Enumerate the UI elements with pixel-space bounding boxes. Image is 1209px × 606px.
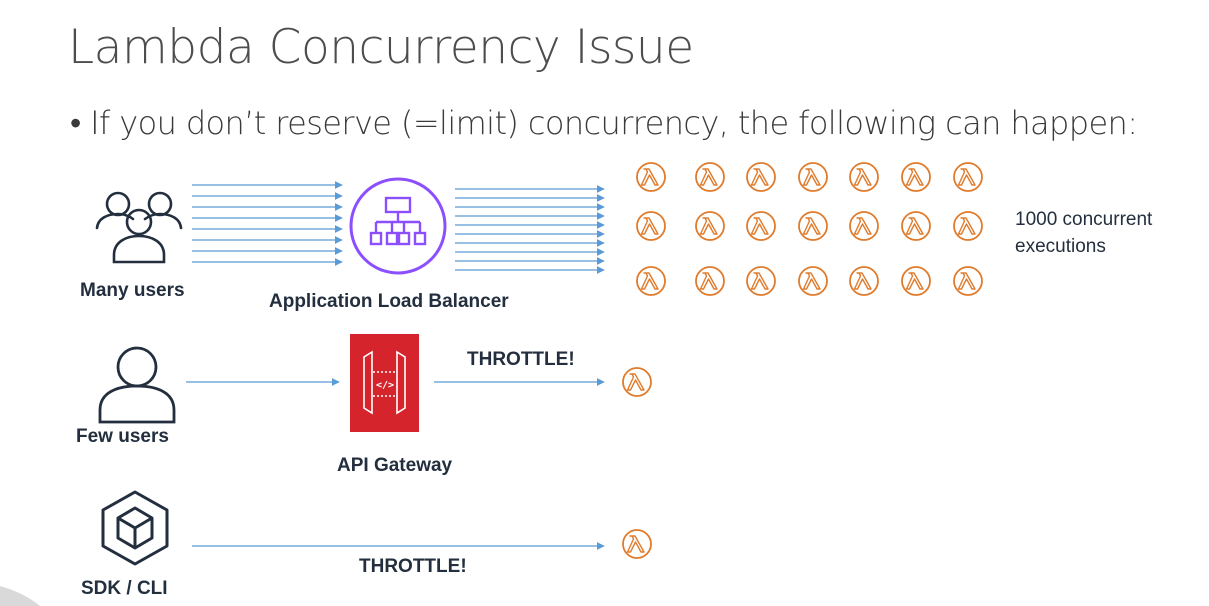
lambda-icon <box>636 162 666 192</box>
page-curl-decoration <box>0 586 40 606</box>
lambda-icon <box>849 211 879 241</box>
lambda-icon <box>746 211 776 241</box>
lambda-icon <box>636 211 666 241</box>
lambda-icon <box>746 266 776 296</box>
lambda-icon <box>901 162 931 192</box>
lambda-icon <box>849 266 879 296</box>
cube-icon <box>101 490 169 566</box>
lambda-icon <box>901 266 931 296</box>
slide-title: Lambda Concurrency Issue <box>68 20 694 75</box>
users-group-icon <box>95 191 183 264</box>
throttle-api-label: THROTTLE! <box>467 349 575 370</box>
api-gateway-icon: </> <box>350 334 419 432</box>
lambda-api-target <box>622 367 652 397</box>
bullet-point: • If you don’t reserve (=limit) concurre… <box>70 104 1138 142</box>
concurrent-label-line2: executions <box>1015 236 1106 257</box>
lambda-sdk-target <box>622 529 652 559</box>
arrows-users-to-alb <box>192 181 343 266</box>
lambda-icon <box>622 367 652 397</box>
sdk-cli-label: SDK / CLI <box>81 578 168 599</box>
arrows-alb-to-lambdas <box>455 185 605 274</box>
few-users-label: Few users <box>76 426 169 447</box>
lambda-icon <box>695 266 725 296</box>
many-users-label: Many users <box>80 280 185 301</box>
concurrent-label-line1: 1000 concurrent <box>1015 209 1153 230</box>
lambda-icon <box>953 162 983 192</box>
lambda-icon <box>636 266 666 296</box>
lambda-icon <box>798 211 828 241</box>
api-gateway-label: API Gateway <box>337 455 453 476</box>
lambda-icon <box>695 211 725 241</box>
lambda-icon <box>849 162 879 192</box>
alb-label: Application Load Balancer <box>269 291 509 312</box>
lambda-icon <box>953 266 983 296</box>
lambda-icon <box>622 529 652 559</box>
lambda-icon <box>798 162 828 192</box>
lambda-icon <box>695 162 725 192</box>
load-balancer-icon <box>349 177 447 275</box>
lambda-icon <box>901 211 931 241</box>
lambda-icon <box>953 211 983 241</box>
lambda-icon <box>798 266 828 296</box>
lambda-icon <box>746 162 776 192</box>
user-icon <box>98 346 176 424</box>
lambda-grid <box>636 162 983 296</box>
throttle-sdk-label: THROTTLE! <box>359 556 467 577</box>
svg-text:</>: </> <box>376 380 394 391</box>
